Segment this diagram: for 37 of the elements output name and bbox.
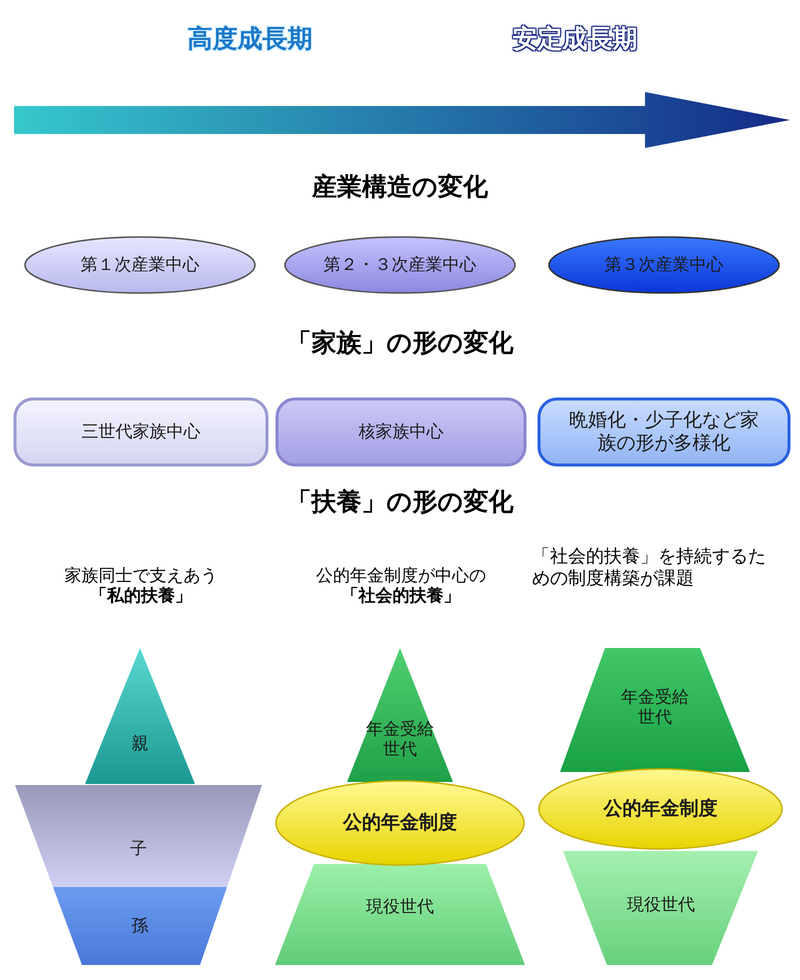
trapezoid-band [53,887,227,965]
node-label: 子 [129,838,148,860]
oval-box [24,236,256,294]
caption-text: 公的年金制度が中心の「社会的扶養」 [315,566,487,607]
era-label: 高度成長期 [186,24,314,54]
oval-box [275,780,525,866]
node-label: 核家族中心 [358,422,444,442]
triangle-shape [85,648,195,784]
node-label: 親 [130,734,150,754]
node-label: 孫 [130,916,150,936]
section-heading: 産業構造の変化 [310,172,489,202]
section-heading: 「扶養」の形の変化 [286,487,514,517]
era-label: 安定成長期 [511,24,638,54]
node-label: 第１次産業中心 [80,254,200,276]
node-label: 年金受給世代 [620,688,690,728]
section-heading: 「家族」の形の変化 [286,328,514,358]
trapezoid-shape [560,648,750,772]
rounded-box [538,398,790,466]
node-label: 現役世代 [626,894,696,916]
rounded-box [14,398,268,466]
oval-box [284,236,516,294]
oval-box [548,236,780,294]
node-label: 第２・３次産業中心 [322,254,478,276]
node-label: 晩婚化・少子化など家族の形が多様化 [568,409,760,455]
triangle-shape [347,648,453,782]
node-label: 年金受給世代 [365,720,435,760]
node-label: 第３次産業中心 [604,254,724,276]
node-label: 公的年金制度 [342,812,458,834]
oval-box [538,768,783,850]
node-label: 三世代家族中心 [80,422,202,442]
node-label: 現役世代 [365,896,435,918]
trapezoid-shape [275,864,525,965]
rounded-box [276,398,526,466]
node-label: 公的年金制度 [602,798,718,820]
trapezoid-band [15,785,262,887]
caption-text: 「社会的扶養」を持続するための制度構築が課題 [532,546,767,590]
caption-text: 家族同士で支えあう「私的扶養」 [64,566,218,607]
